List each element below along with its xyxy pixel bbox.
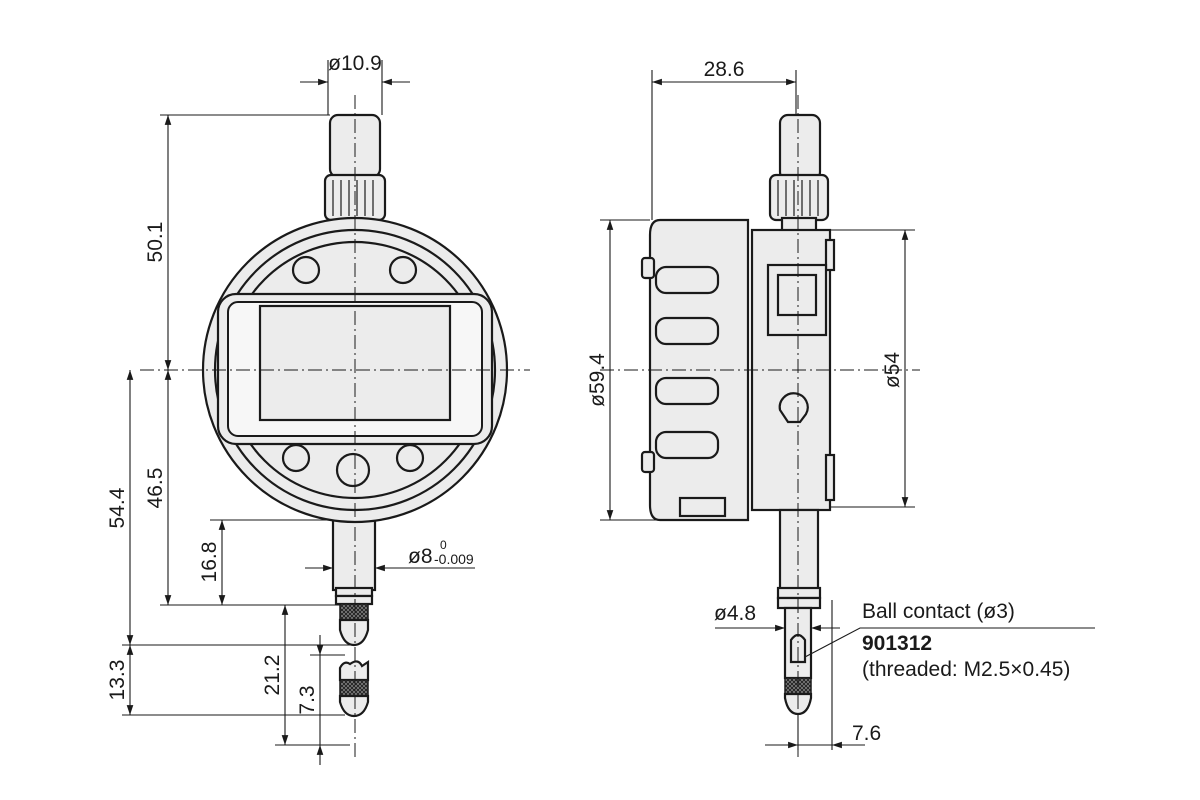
tolerance-upper: 0: [440, 538, 447, 552]
callout-part-number: 901312: [862, 632, 932, 655]
dim-stem: 16.8: [198, 542, 221, 583]
dim-rod-diameter: ø4.8: [714, 602, 756, 625]
dim-height-lower: 46.5: [144, 468, 167, 509]
tolerance-lower: -0.009: [434, 551, 474, 567]
dim-top-diameter: ø10.9: [328, 52, 382, 75]
side-spindle: [778, 508, 820, 592]
dim-height-upper: 50.1: [144, 222, 167, 263]
dim-case-diameter: ø54: [881, 352, 904, 389]
button-icon: [335, 452, 371, 488]
side-view: 28.6 ø59.4 ø54 ø4.8 7.6 Ball contact (ø3…: [586, 58, 1095, 760]
front-view: ø10.9 50.1 46.5 54.4 16.8 13.3 21.2 7.3 …: [106, 52, 530, 765]
spindle: [331, 513, 377, 592]
button-icon: [291, 255, 321, 285]
dim-contact: 21.2: [261, 655, 284, 696]
callout-title: Ball contact (ø3): [862, 600, 1015, 623]
side-top-cap: [778, 113, 822, 182]
dim-bezel-diameter: ø59.4: [586, 353, 609, 407]
dim-spindle-diameter: ø8: [408, 545, 433, 568]
dim-stroke: 13.3: [106, 660, 129, 701]
dim-total-lower: 54.4: [106, 487, 129, 528]
button-icon: [388, 255, 418, 285]
button-icon: [281, 443, 311, 473]
contact-tip: [338, 618, 370, 647]
dim-depth: 28.6: [704, 58, 745, 81]
dim-offset: 7.6: [852, 722, 881, 745]
callout-leader: [804, 627, 1095, 658]
detached-tip-knurl: [339, 679, 369, 697]
callout-note: (threaded: M2.5×0.45): [862, 658, 1070, 681]
knurled-contact: [339, 603, 369, 621]
dim-tip: 7.3: [296, 685, 319, 714]
button-icon: [395, 443, 425, 473]
